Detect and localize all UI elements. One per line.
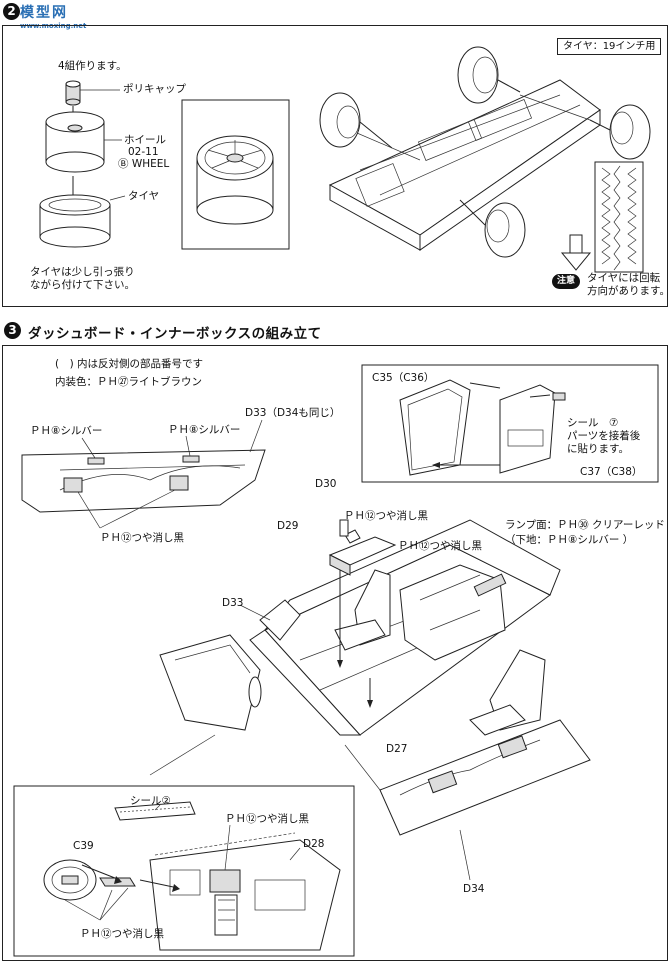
d34-label: D34 bbox=[463, 883, 485, 895]
chassis-drawing bbox=[328, 79, 601, 251]
wheel-black-label: ＰＨ⑫つや消し黒 bbox=[80, 928, 164, 940]
legend-opposite-parts: ( ) 内は反対側の部品番号です bbox=[55, 358, 204, 370]
chassis-wheel-front-left bbox=[319, 92, 361, 148]
center-console-drawing bbox=[328, 519, 397, 576]
d30-black-label: ＰＨ⑫つや消し黒 bbox=[344, 510, 428, 522]
c39-label: C39 bbox=[73, 840, 94, 852]
seal7-line1: シール ⑦ bbox=[567, 417, 619, 429]
front-seat-left bbox=[334, 569, 391, 651]
c37-label: C37（C38） bbox=[580, 466, 643, 478]
c35-label: C35（C36） bbox=[372, 372, 435, 384]
tire-note-line2: ながら付けて下さい。 bbox=[30, 279, 135, 291]
d29-black-label: ＰＨ⑫つや消し黒 bbox=[398, 540, 482, 552]
step3-panel bbox=[2, 345, 668, 961]
caution-badge: 注意 bbox=[552, 274, 581, 289]
chassis-wheel-rear-right bbox=[609, 104, 651, 160]
d33-label: D33 bbox=[222, 597, 244, 609]
step3-title: ダッシュボード・インナーボックスの組み立て bbox=[28, 326, 322, 342]
dashboard-detail-drawing bbox=[149, 832, 341, 951]
wheel-small-drawing bbox=[45, 111, 105, 173]
d33-side-panel bbox=[259, 599, 301, 641]
polycap-label: ポリキャップ bbox=[123, 83, 186, 95]
lamp-label-line2: （下地：ＰＨ⑧シルバー ） bbox=[505, 534, 634, 546]
seal2-label: シール② bbox=[130, 795, 171, 807]
legend-interior-color: 内装色：ＰＨ㉗ライトブラウン bbox=[55, 376, 202, 388]
caution-note: 注意 bbox=[552, 274, 581, 289]
tire-label: タイヤ bbox=[128, 190, 160, 202]
rotation-direction-arrow bbox=[560, 234, 592, 271]
step3-number: 3 bbox=[4, 322, 21, 339]
watermark-text: 模型网 bbox=[20, 5, 68, 21]
wheel-detail-drawing bbox=[196, 135, 274, 225]
seat-detail-box bbox=[361, 364, 659, 483]
door-matte-black-label: ＰＨ⑫つや消し黒 bbox=[100, 532, 184, 544]
step2-instruction-make4: 4組作ります。 bbox=[58, 60, 127, 72]
dashboard-drawing-main bbox=[159, 634, 262, 731]
seal2-strip bbox=[114, 801, 196, 821]
chassis-wheel-front-right bbox=[484, 202, 526, 258]
dash-black-label: ＰＨ⑫つや消し黒 bbox=[225, 813, 309, 825]
d27-label: D27 bbox=[386, 743, 408, 755]
caution-line1: タイヤには回転 bbox=[587, 272, 661, 284]
steering-wheel-drawing bbox=[43, 859, 97, 901]
step2-number: 2 bbox=[3, 3, 20, 20]
lamp-label-line1: ランプ面：ＰＨ㉚ クリアーレッド bbox=[505, 519, 665, 531]
watermark-url: www.moxing.net bbox=[20, 22, 87, 30]
dashboard-detail-box bbox=[13, 785, 355, 957]
d28-label: D28 bbox=[303, 838, 325, 850]
wheel-label: ホイール bbox=[124, 134, 166, 146]
wheel-code: Ⓑ WHEEL bbox=[118, 158, 170, 170]
step2-panel bbox=[2, 25, 668, 307]
d33-note-label: D33（D34も同じ） bbox=[245, 407, 341, 419]
wheel-part-number: 02-11 bbox=[128, 146, 159, 158]
tire-small-drawing bbox=[39, 194, 111, 248]
polycap-drawing bbox=[65, 80, 81, 106]
door-silver-right-label: ＰＨ⑧シルバー bbox=[168, 424, 241, 436]
seal7-line2: パーツを接着後 bbox=[567, 430, 641, 442]
d30-label: D30 bbox=[315, 478, 337, 490]
tire-tread-drawing bbox=[594, 161, 644, 273]
caution-line2: 方向があります。 bbox=[587, 285, 670, 297]
tire-note-line1: タイヤは少し引っ張り bbox=[30, 266, 135, 278]
front-seat-right bbox=[469, 649, 546, 736]
tire-size-label: タイヤ：19インチ用 bbox=[557, 38, 662, 55]
seal7-line3: に貼ります。 bbox=[567, 443, 629, 455]
d34-door-panel-drawing bbox=[379, 719, 591, 836]
site-watermark-logo: 模型网 www.moxing.net bbox=[20, 2, 86, 30]
door-silver-left-label: ＰＨ⑧シルバー bbox=[30, 425, 103, 437]
door-panel-drawing bbox=[21, 449, 266, 513]
chassis-wheel-rear-left bbox=[457, 46, 499, 104]
d29-label: D29 bbox=[277, 520, 299, 532]
wheel-detail-box bbox=[181, 99, 290, 250]
seat-back-drawing bbox=[399, 379, 566, 476]
